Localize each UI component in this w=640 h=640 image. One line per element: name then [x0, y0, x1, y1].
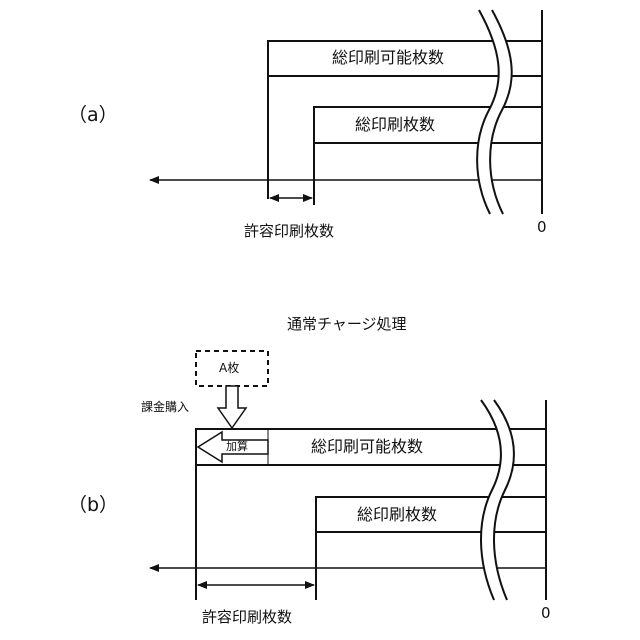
part-a-label: （a） [68, 106, 118, 125]
a-total-printable-label: 総印刷可能枚数 [332, 50, 444, 66]
b-title: 通常チャージ処理 [287, 317, 407, 332]
b-add-label: 加算 [226, 441, 248, 452]
b-purchase-down-arrow [218, 386, 246, 428]
b-printed-label: 総印刷枚数 [357, 507, 437, 523]
b-purchase-box-label: A枚 [219, 362, 239, 374]
a-allowance-label: 許容印刷枚数 [244, 224, 334, 239]
b-allowance-label: 許容印刷枚数 [202, 610, 292, 625]
a-printed-label: 総印刷枚数 [355, 117, 435, 133]
part-b-label: （b） [68, 496, 118, 515]
b-zero-label: 0 [541, 606, 551, 621]
a-zero-label: 0 [537, 220, 547, 235]
b-purchase-label: 課金購入 [141, 401, 189, 413]
b-total-printable-label: 総印刷可能枚数 [311, 439, 423, 455]
